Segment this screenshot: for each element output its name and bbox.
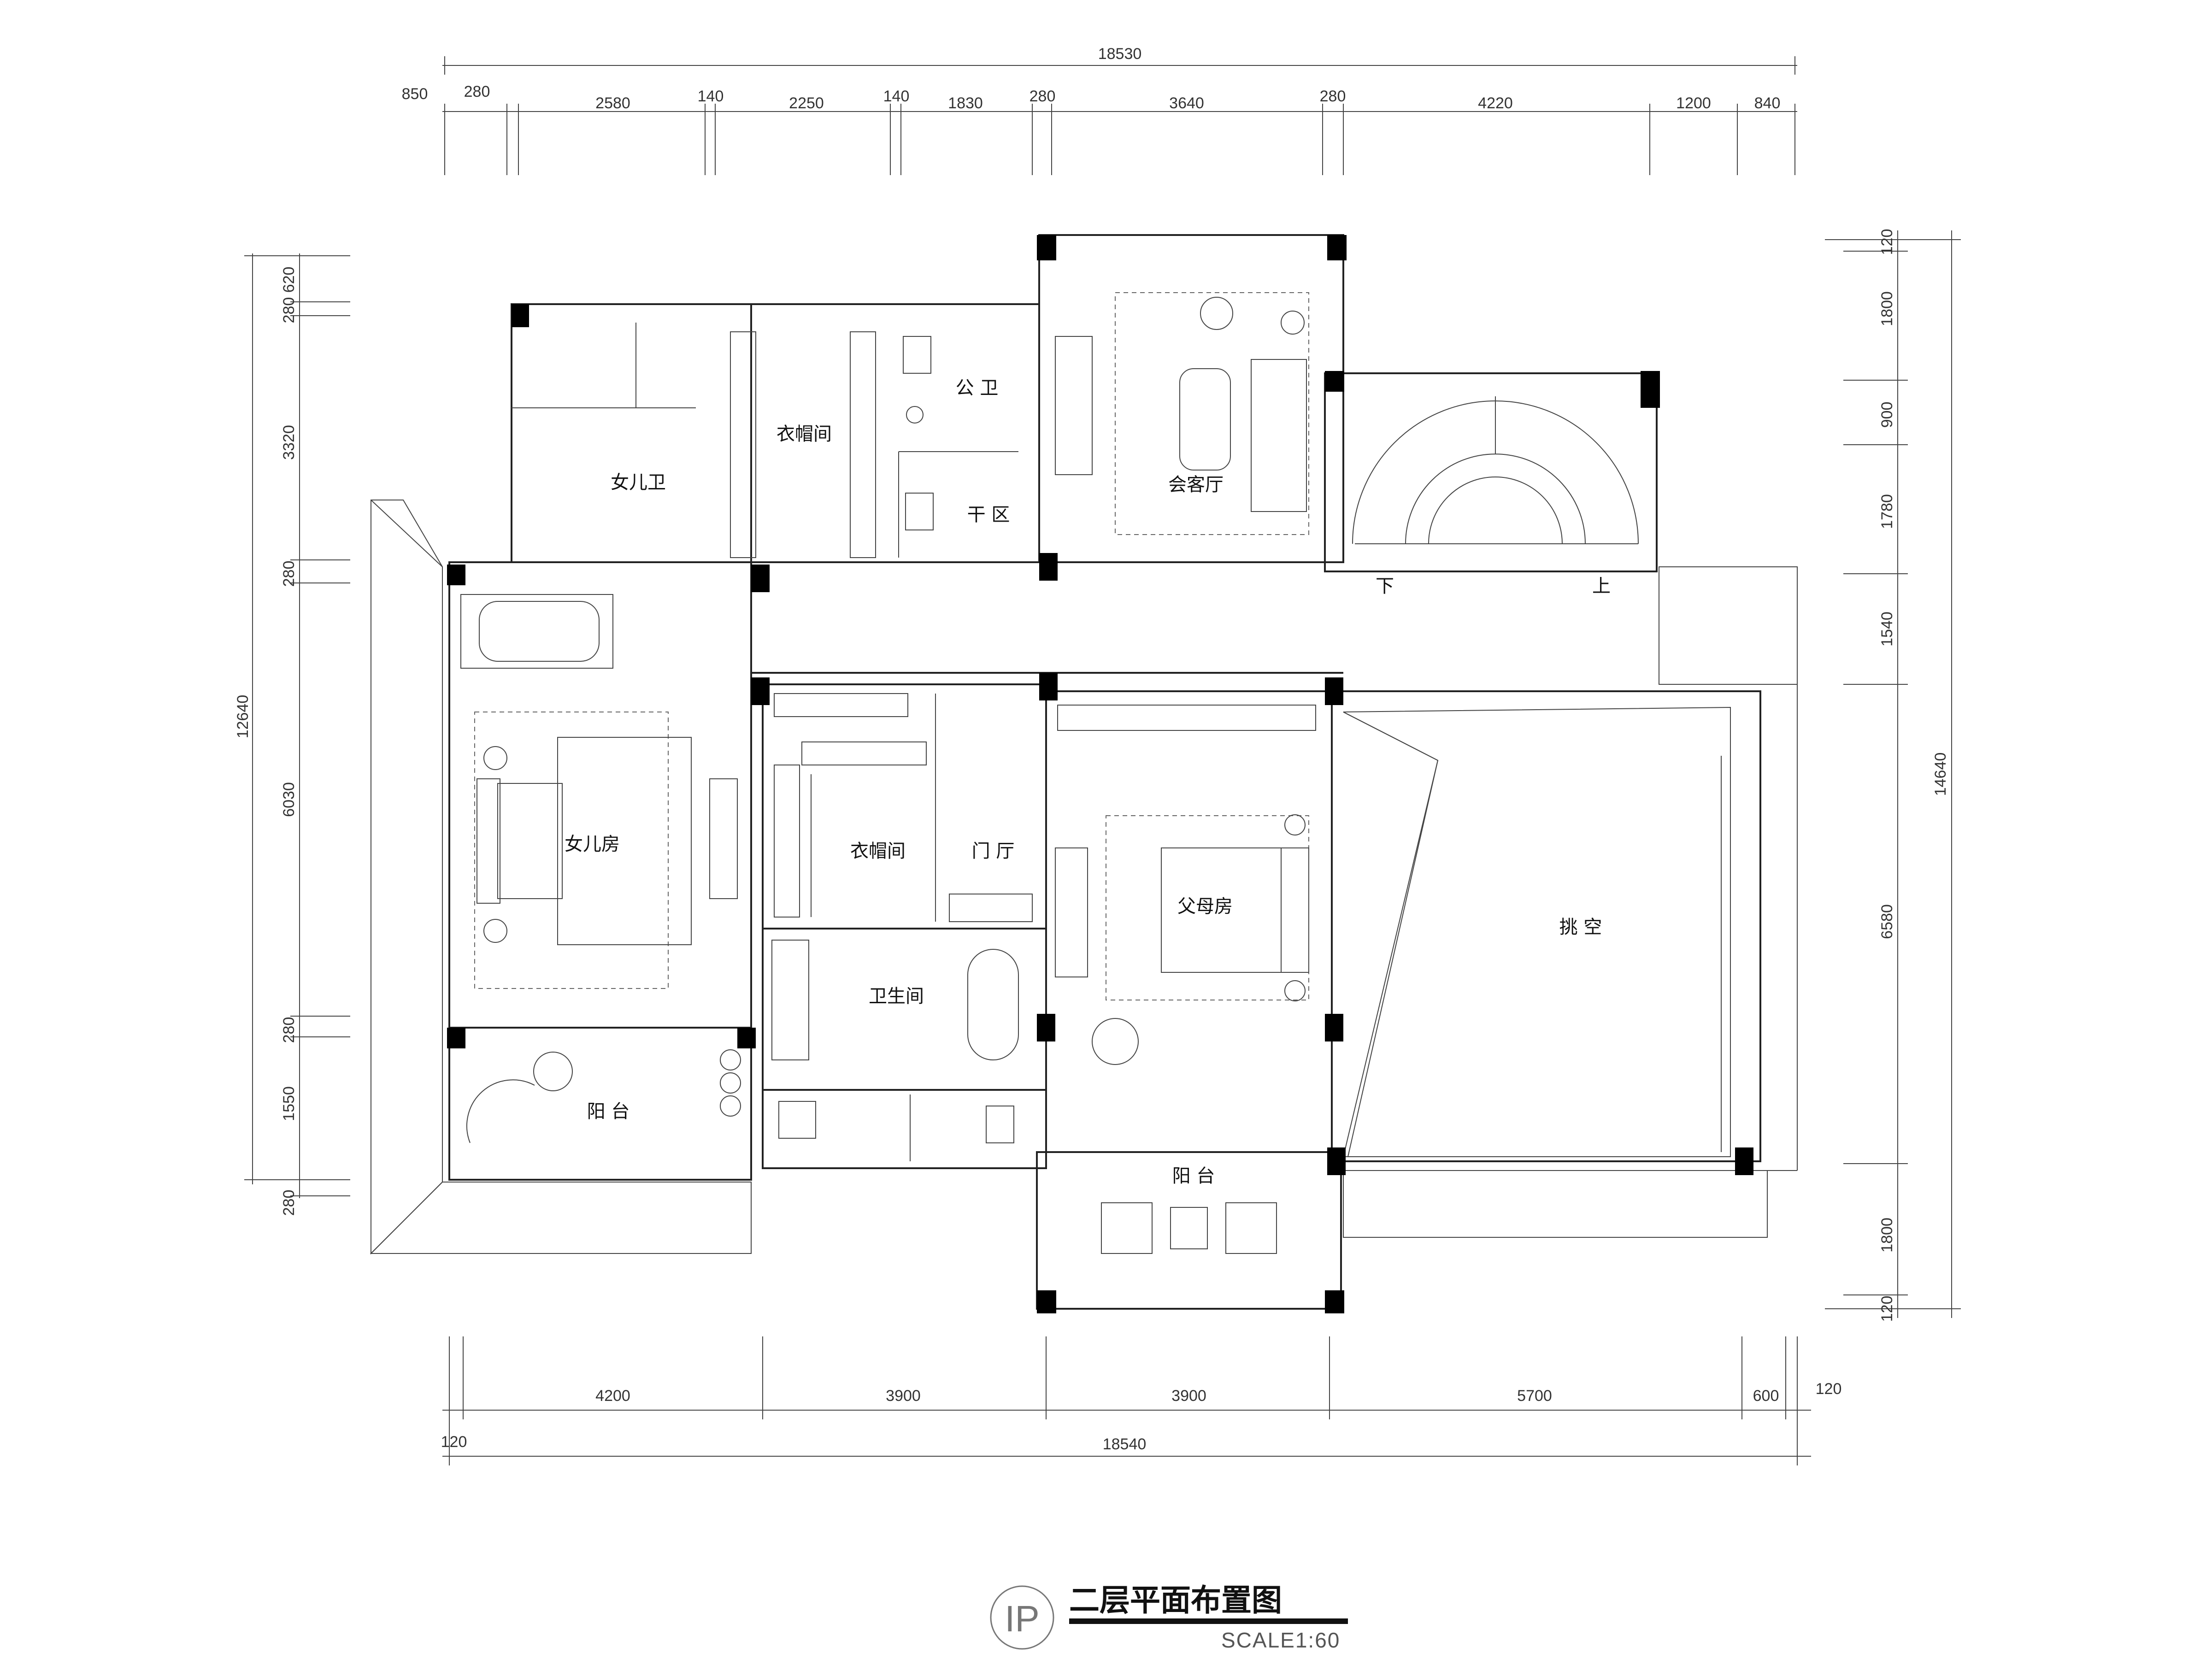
interior-lines: [460, 292, 1731, 1254]
left-dim-3: 280: [280, 561, 298, 587]
top-dim-3: 140: [698, 88, 724, 105]
drawing-badge-circle: [990, 1585, 1054, 1650]
right-dim-5: 6580: [1878, 904, 1896, 939]
right-dim-6: 1800: [1878, 1218, 1896, 1253]
top-dim-11: 1200: [1676, 94, 1711, 112]
drawing-scale: SCALE1:60: [1221, 1628, 1340, 1652]
bottom-dim-0: 4200: [595, 1387, 630, 1405]
top-dim-5: 140: [883, 88, 910, 105]
bottom-dimension-chain: 4200 3900 3900 5700 600 120 120 18540: [441, 1336, 1842, 1465]
top-dim-2: 2580: [595, 94, 630, 112]
right-dim-7: 120: [1878, 1296, 1896, 1322]
bottom-dim-1: 3900: [886, 1387, 921, 1405]
label-foyer: 门 厅: [972, 841, 1015, 862]
label-closet-mid: 衣帽间: [850, 841, 906, 862]
label-public-wc: 公 卫: [956, 377, 999, 399]
label-bathroom: 卫生间: [869, 986, 924, 1007]
drawing-badge: IP: [1005, 1598, 1040, 1639]
label-balcony-left: 阳 台: [587, 1101, 630, 1122]
left-dim-5: 280: [280, 1017, 298, 1043]
right-dim-1: 1800: [1878, 291, 1896, 326]
left-dim-7: 280: [280, 1190, 298, 1216]
walls: [448, 234, 1761, 1310]
right-dim-2: 900: [1878, 402, 1896, 428]
top-dim-1: 280: [464, 83, 490, 100]
label-daughter-bath: 女儿卫: [611, 472, 666, 493]
bottom-dim-2: 3900: [1171, 1387, 1206, 1405]
left-dim-2: 3320: [280, 425, 298, 460]
top-dim-7: 280: [1030, 88, 1056, 105]
left-dimension-chain: 12640 280 620 3320 280 6030 280 1550 280: [234, 253, 350, 1216]
right-dim-0: 120: [1878, 229, 1896, 255]
top-total-dim: 18530: [1098, 45, 1142, 63]
structural-columns: [447, 235, 1753, 1313]
bottom-dim-right: 120: [1816, 1380, 1842, 1398]
left-dim-6: 1550: [280, 1086, 298, 1121]
left-dim-0: 280 620: [280, 267, 298, 324]
label-stair-up: 上: [1592, 576, 1611, 597]
top-dim-4: 2250: [789, 94, 824, 112]
label-void: 挑 空: [1559, 917, 1602, 938]
bottom-total-dim: 18540: [1103, 1435, 1147, 1453]
top-dim-8: 3640: [1169, 94, 1204, 112]
bottom-dim-left: 120: [441, 1433, 467, 1451]
title-block: IP 二层平面布置图 SCALE1:60: [990, 1583, 1348, 1652]
drawing-title: 二层平面布置图: [1069, 1583, 1282, 1618]
label-stair-down: 下: [1376, 576, 1394, 597]
room-labels: 女儿卫 衣帽间 公 卫 干 区 会客厅 下 上 女儿房 衣帽间 门 厅 父母房 …: [565, 377, 1611, 1187]
right-total-dim: 14640: [1932, 753, 1949, 796]
label-dry-zone: 干 区: [967, 504, 1010, 525]
top-dim-9: 280: [1320, 88, 1346, 105]
right-dim-4: 1540: [1878, 612, 1896, 647]
left-dim-4: 6030: [280, 782, 298, 817]
top-dim-10: 4220: [1478, 94, 1513, 112]
top-dim-0: 850: [402, 85, 428, 103]
roof-outline: [370, 500, 1798, 1255]
label-closet-top: 衣帽间: [777, 424, 832, 445]
right-dim-3: 1780: [1878, 494, 1896, 529]
top-dim-12: 840: [1754, 94, 1781, 112]
label-daughter-room: 女儿房: [565, 834, 620, 855]
label-lounge: 会客厅: [1168, 474, 1224, 495]
left-total-dim: 12640: [234, 695, 252, 739]
bottom-dim-3: 5700: [1517, 1387, 1552, 1405]
bottom-dim-4: 600: [1753, 1387, 1779, 1405]
label-parents-room: 父母房: [1177, 896, 1233, 917]
label-balcony-right: 阳 台: [1172, 1165, 1215, 1187]
top-dimension-chain: 18530 850 280 2580 140 2250 140 1830 280…: [402, 45, 1797, 175]
top-dim-6: 1830: [948, 94, 983, 112]
right-dimension-chain: 120 1800 900 1780 1540 6580 1800 120 146…: [1825, 229, 1961, 1322]
title-underline: [1069, 1618, 1348, 1624]
